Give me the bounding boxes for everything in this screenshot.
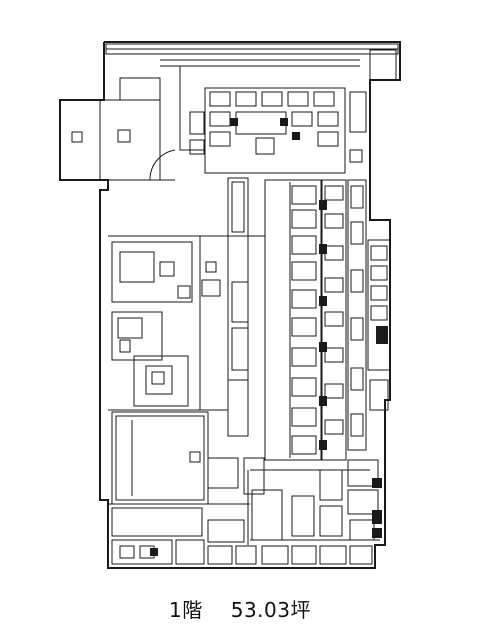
columns-right [319, 200, 388, 450]
central-counter [227, 177, 249, 437]
columns-bottom [150, 478, 382, 556]
floor-area: 53.03坪 [230, 597, 311, 622]
left-rooms [111, 241, 221, 407]
top-wall-band [105, 43, 399, 81]
columns-top [230, 118, 300, 140]
floor-caption: 1階 53.03坪 [0, 588, 480, 628]
dining-area-top [189, 87, 367, 174]
right-alcove [367, 239, 391, 411]
upper-corridor [119, 59, 360, 151]
interior-walls [108, 235, 265, 545]
entrance-area [60, 99, 176, 181]
seating-rows [264, 179, 367, 461]
floor-plan-drawing [59, 41, 401, 569]
floor-label: 1階 [169, 597, 203, 622]
kitchen-area [111, 411, 265, 505]
bottom-equipment [111, 459, 380, 565]
